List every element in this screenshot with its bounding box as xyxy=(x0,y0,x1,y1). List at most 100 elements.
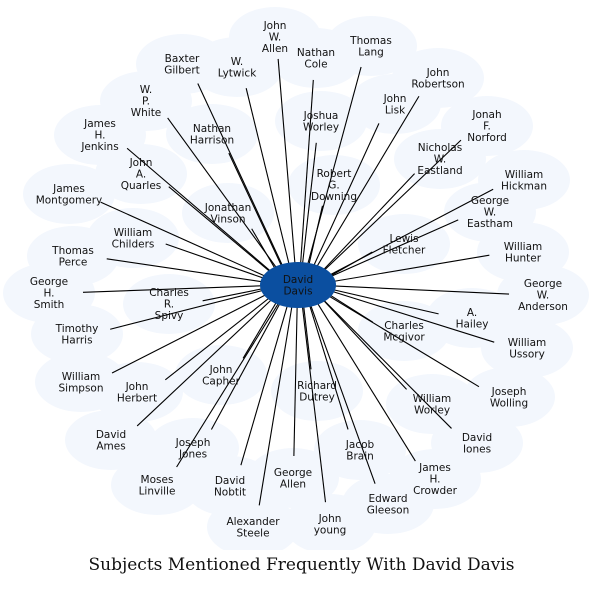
edge-nicholas-w-eastland xyxy=(320,173,415,274)
edges xyxy=(82,58,510,506)
node-halo-joseph-wolling xyxy=(463,367,555,427)
edge-w-lytwick xyxy=(245,88,291,268)
edge-lewis-fletcher xyxy=(325,251,373,279)
edge-joseph-wolling xyxy=(324,292,480,388)
edge-robert-g-downing xyxy=(307,205,324,269)
edge-jonathan-vinson xyxy=(251,228,278,273)
edge-william-hunter xyxy=(327,254,490,283)
edge-george-w-anderson xyxy=(327,285,510,295)
edge-john-a-quarles xyxy=(168,186,274,276)
center-node-shape xyxy=(260,262,336,308)
edge-joshua-worley xyxy=(301,142,317,268)
edge-john-capher xyxy=(242,298,279,359)
node-halo-jacob-brain xyxy=(314,420,406,480)
node-halo-john-lisk xyxy=(349,74,441,134)
edge-w-p-white xyxy=(167,117,280,272)
edge-george-w-eastham xyxy=(325,219,459,280)
edge-thomas-perce xyxy=(106,258,269,284)
edge-william-simpson xyxy=(111,291,271,374)
node-halo-charles-r-spivy xyxy=(123,274,215,334)
edge-william-worley xyxy=(320,296,407,390)
node-halo-david-ames xyxy=(65,410,157,470)
node-halo-nathan-cole xyxy=(270,28,362,88)
edge-james-montgomery xyxy=(100,201,271,279)
node-halo-george-allen xyxy=(247,448,339,508)
node-halos xyxy=(3,7,589,550)
edge-john-lisk xyxy=(311,123,380,270)
edge-george-h-smith xyxy=(82,285,269,293)
edge-john-robertson xyxy=(314,95,420,271)
node-halo-nicholas-w-eastland xyxy=(394,129,486,189)
node-halo-w-lytwick xyxy=(191,37,283,97)
edge-james-h-jenkins xyxy=(126,147,275,275)
edge-david-ames xyxy=(136,296,276,427)
edge-edward-gleeson xyxy=(308,301,376,484)
edge-baxter-gilbert xyxy=(197,83,285,270)
edge-jonah-f-norford xyxy=(320,139,462,274)
node-halo-joshua-worley xyxy=(275,91,367,151)
edge-charles-r-spivy xyxy=(202,287,269,302)
edge-timothy-harris xyxy=(110,288,269,330)
node-label-w-p-white: W.P.White xyxy=(131,84,162,119)
node-halo-john-capher xyxy=(175,345,267,405)
edge-jacob-brain xyxy=(308,301,349,430)
edge-joseph-jones xyxy=(210,299,283,430)
node-halo-john-a-quarles xyxy=(95,144,187,204)
node-halo-john-herbert xyxy=(91,362,183,422)
edge-william-ussory xyxy=(326,289,495,343)
diagram-title: Subjects Mentioned Frequently With David… xyxy=(88,555,515,575)
node-label-w-lytwick: W.Lytwick xyxy=(218,56,257,80)
node-label-a-hailey: A.Hailey xyxy=(456,307,489,331)
node-halo-george-w-anderson xyxy=(497,265,589,325)
node-halo-alexander-steele xyxy=(207,497,299,550)
edge-john-herbert xyxy=(164,294,274,381)
edge-alexander-steele xyxy=(258,302,294,506)
node-halo-moses-linville xyxy=(111,455,203,515)
edge-david-iones xyxy=(320,296,452,429)
edge-nathan-harrison xyxy=(228,152,284,270)
node-halo-charles-mcgivor xyxy=(358,301,450,361)
edge-nathan-cole xyxy=(299,79,314,268)
node-halo-william-ussory xyxy=(481,318,573,378)
node-halo-timothy-harris xyxy=(31,304,123,364)
edge-david-nobtit xyxy=(240,301,289,466)
node-halo-john-young xyxy=(284,494,376,550)
edge-john-young xyxy=(301,302,327,503)
edge-richard-dutrey xyxy=(302,302,312,370)
edge-george-allen xyxy=(293,302,298,457)
